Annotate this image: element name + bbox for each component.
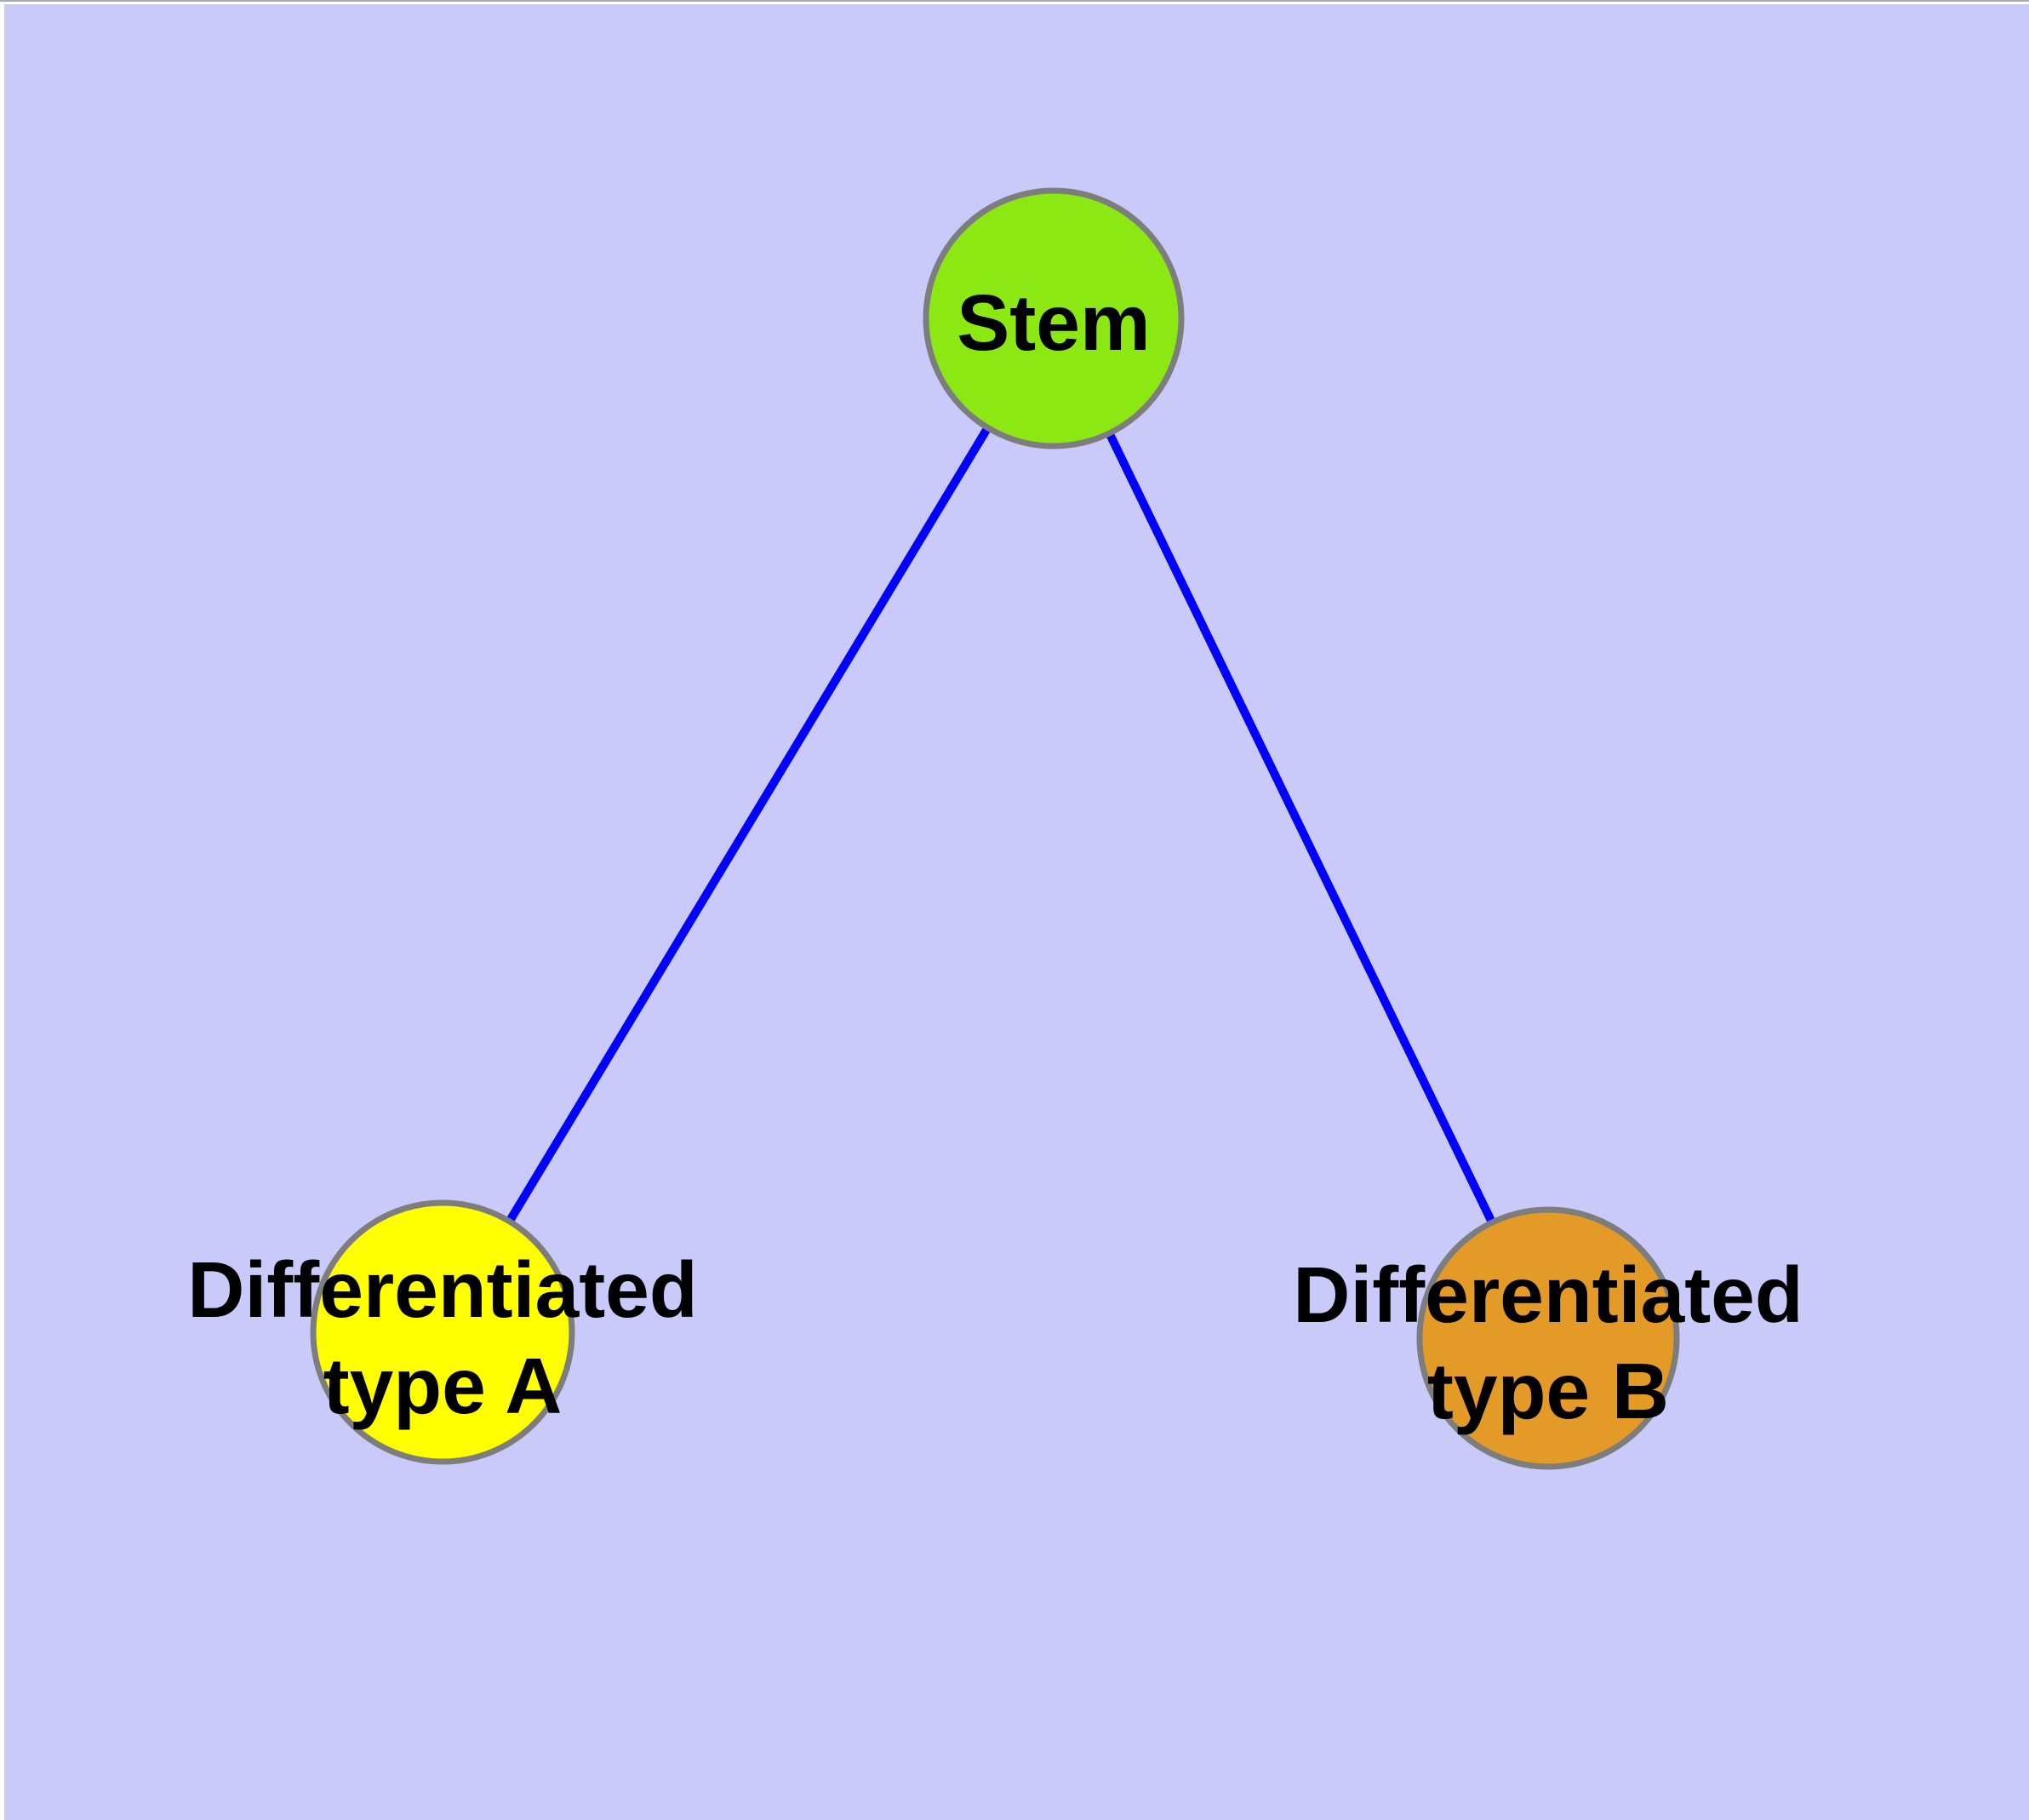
type-a-node	[310, 1199, 575, 1465]
type-a-node-label-line2: type A	[323, 1342, 563, 1430]
top-hairline	[0, 0, 2029, 2]
edge-stem-to-type-a	[438, 316, 1058, 1335]
stem-node-label: Stem	[957, 278, 1150, 367]
edge-stem-to-type-b	[1049, 316, 1552, 1341]
type-b-node-label-line1: Differentiated	[1293, 1251, 1803, 1339]
stem-node	[923, 187, 1185, 449]
type-b-node	[1416, 1206, 1680, 1470]
type-b-node-label-line2: type B	[1427, 1347, 1669, 1435]
type-a-node-label-line1: Differentiated	[187, 1245, 697, 1334]
